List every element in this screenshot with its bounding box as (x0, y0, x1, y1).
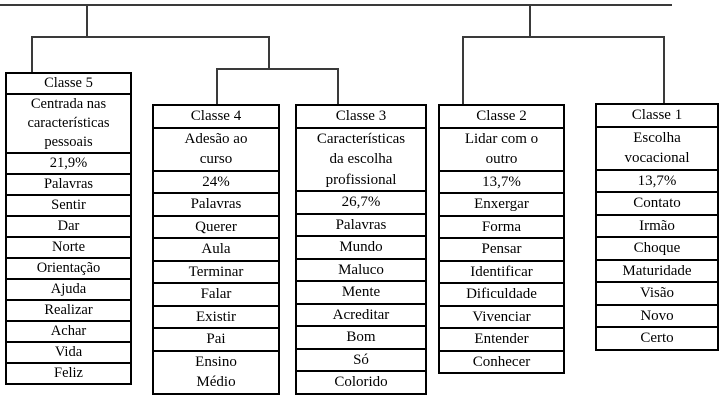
word-cell: Orientação (7, 257, 130, 278)
word-cell: Dar (7, 215, 130, 236)
connector-to-classe-2 (462, 36, 464, 104)
connector-to-classe-4 (216, 68, 218, 104)
word-cell: Conhecer (440, 349, 563, 373)
connector-left-branch (86, 4, 88, 38)
class-description: Adesão ao curso (154, 126, 278, 170)
class-title: Classe 3 (335, 108, 387, 124)
word-cell: Ajuda (7, 278, 130, 299)
connector-to-classe-1 (663, 36, 665, 103)
classe-4-box: Classe 4 Adesão ao curso 24% Palavras Qu… (152, 104, 280, 395)
word-cell: Maluco (297, 257, 425, 281)
word-cell: Maturidade (597, 258, 717, 282)
class-title: Classe 4 (190, 108, 242, 124)
word-cell: Enxergar (440, 192, 563, 215)
word-cell: Bom (297, 325, 425, 348)
word-cell: Falar (154, 282, 278, 305)
word-cell: Visão (597, 281, 717, 304)
connector-left-sub-branch (268, 36, 270, 70)
classe-3-box: Classe 3 Características da escolha prof… (295, 104, 427, 395)
class-description: Centrada nas características pessoais (7, 93, 130, 152)
word-cell: Contato (597, 191, 717, 214)
word-cell: Existir (154, 304, 278, 328)
class-description: Escolha vocacional (597, 125, 717, 169)
class-percentage: 24% (154, 169, 278, 193)
dendrogram-root-line (0, 4, 672, 6)
words-label: Palavras (297, 212, 425, 236)
class-description: Lidar com o outro (440, 126, 563, 170)
classe-1-box: Classe 1 Escolha vocacional 13,7% Contat… (595, 103, 719, 351)
word-cell: Aula (154, 237, 278, 260)
class-percentage: 13,7% (597, 168, 717, 192)
word-cell: Feliz (7, 362, 130, 383)
connector-right-horizontal (462, 36, 665, 38)
word-cell: Dificuldade (440, 282, 563, 305)
word-cell: Identificar (440, 259, 563, 283)
word-cell: Vivenciar (440, 304, 563, 328)
connector-right-branch (529, 4, 531, 38)
word-cell: Colorido (297, 370, 425, 393)
word-cell: Norte (7, 236, 130, 257)
word-cell: Vida (7, 341, 130, 362)
class-percentage: 13,7% (440, 169, 563, 193)
word-cell: Só (297, 347, 425, 371)
word-cell: Mente (297, 280, 425, 303)
class-description: Características da escolha profissional (297, 126, 425, 191)
word-cell: Pensar (440, 237, 563, 260)
class-percentage: 26,7% (297, 190, 425, 213)
class-title: Classe 5 (44, 75, 93, 91)
word-cell: Realizar (7, 299, 130, 320)
connector-mid-horizontal (216, 68, 339, 70)
word-cell: Novo (597, 303, 717, 327)
word-cell: Acreditar (297, 302, 425, 326)
classe-2-box: Classe 2 Lidar com o outro 13,7% Enxerga… (438, 104, 565, 374)
word-cell: Mundo (297, 235, 425, 258)
word-cell: Achar (7, 320, 130, 341)
word-cell: Ensino Médio (154, 349, 278, 393)
word-cell: Forma (440, 214, 563, 238)
classe-5-box: Classe 5 Centrada nas características pe… (5, 72, 132, 385)
word-cell: Querer (154, 214, 278, 238)
words-label: Palavras (7, 173, 130, 194)
word-cell: Irmão (597, 213, 717, 237)
class-title: Classe 2 (476, 108, 527, 124)
word-cell: Sentir (7, 194, 130, 215)
connector-left-horizontal (31, 36, 270, 38)
word-cell: Choque (597, 236, 717, 259)
class-percentage: 21,9% (7, 152, 130, 173)
connector-to-classe-5 (31, 36, 33, 72)
connector-to-classe-3 (337, 68, 339, 104)
word-cell: Pai (154, 327, 278, 350)
words-label: Palavras (154, 192, 278, 215)
class-title: Classe 1 (631, 107, 683, 123)
word-cell: Certo (597, 326, 717, 349)
word-cell: Terminar (154, 259, 278, 283)
word-cell: Entender (440, 327, 563, 350)
